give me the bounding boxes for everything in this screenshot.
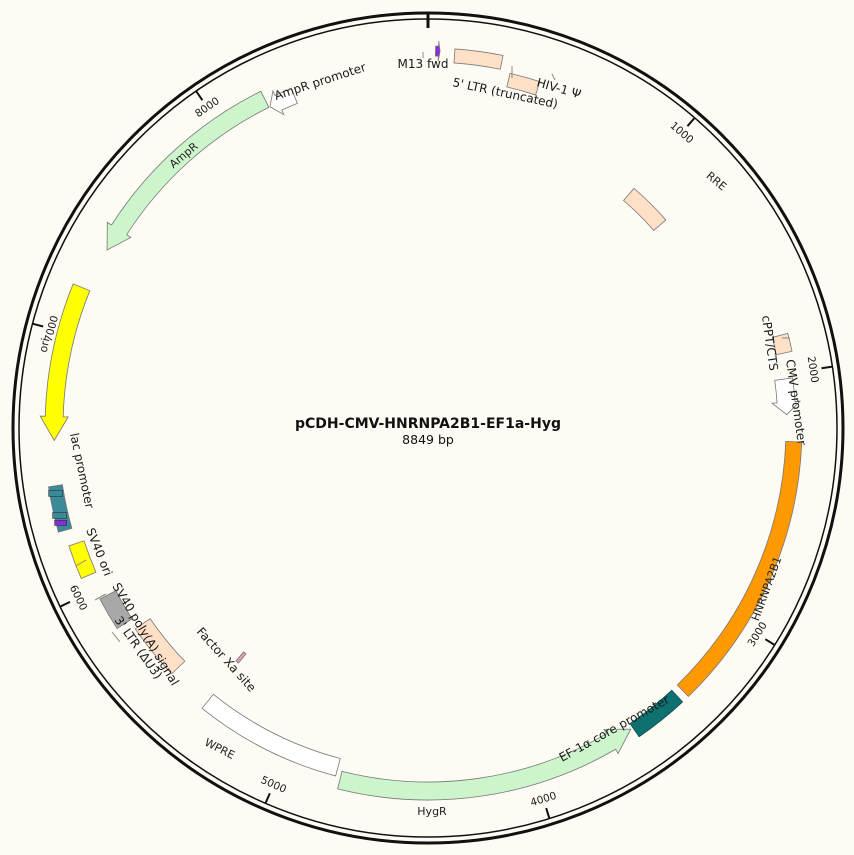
label-lac: lac promoter <box>67 432 97 510</box>
label-ef1a: EF-1α core promoter <box>557 692 672 764</box>
tick-mark <box>264 792 271 804</box>
features <box>39 41 803 801</box>
feature-ltr3[interactable] <box>134 618 186 675</box>
label-m13: M13 fwd <box>398 57 449 71</box>
label-amppro: AmpR promoter <box>273 60 368 103</box>
plasmid-size: 8849 bp <box>402 432 454 447</box>
tick-label: 2000 <box>805 355 821 383</box>
tick-mark <box>59 600 71 608</box>
tick-mark <box>764 638 776 646</box>
tick-mark <box>195 90 204 101</box>
feature-sv40ori[interactable] <box>68 540 97 580</box>
leader-line <box>75 559 87 567</box>
lac-operator-glyph <box>48 490 63 497</box>
tick-mark <box>821 365 833 370</box>
tick-mark <box>686 117 696 127</box>
tick-label: 3000 <box>746 620 770 649</box>
feature-hnrnp[interactable] <box>676 440 803 698</box>
m13-rev-glyph <box>54 520 67 526</box>
feature-ori[interactable] <box>39 283 91 442</box>
feature-ef1a[interactable] <box>629 689 684 738</box>
feature-ampr[interactable] <box>106 90 270 251</box>
label-rre: RRE <box>704 169 729 193</box>
tick-label: 5000 <box>259 774 288 796</box>
feature-ltr5[interactable] <box>453 48 504 70</box>
feature-m13[interactable] <box>434 41 441 62</box>
feature-wpre[interactable] <box>201 693 341 777</box>
tick-mark <box>32 322 44 328</box>
label-wpre: WPRE <box>202 736 237 762</box>
tick-label: 1000 <box>668 120 696 147</box>
plasmid-name: pCDH-CMV-HNRNPA2B1-EF1a-Hyg <box>295 416 561 432</box>
feature-xa[interactable] <box>235 651 247 664</box>
feature-cmv[interactable] <box>771 377 802 416</box>
feature-hygr[interactable] <box>337 728 632 801</box>
label-xa: Factor Xa site <box>194 625 259 695</box>
label-cppt: cPPT/CTS <box>759 314 781 371</box>
label-ori: ori <box>37 337 53 354</box>
tick-label: 4000 <box>529 790 558 809</box>
feature-cppt[interactable] <box>771 332 793 356</box>
label-hygr: HygR <box>417 805 447 818</box>
leader-line <box>551 73 556 81</box>
tick-mark <box>545 807 551 819</box>
leader-line <box>111 631 121 643</box>
feature-rre[interactable] <box>622 187 667 232</box>
feature-sv40pa[interactable] <box>99 590 133 630</box>
feature-amppro[interactable] <box>269 87 298 116</box>
leader-line <box>94 593 107 601</box>
tick-label: 6000 <box>67 583 89 612</box>
cap-site-glyph <box>52 512 67 519</box>
feature-hiv[interactable] <box>506 72 541 96</box>
